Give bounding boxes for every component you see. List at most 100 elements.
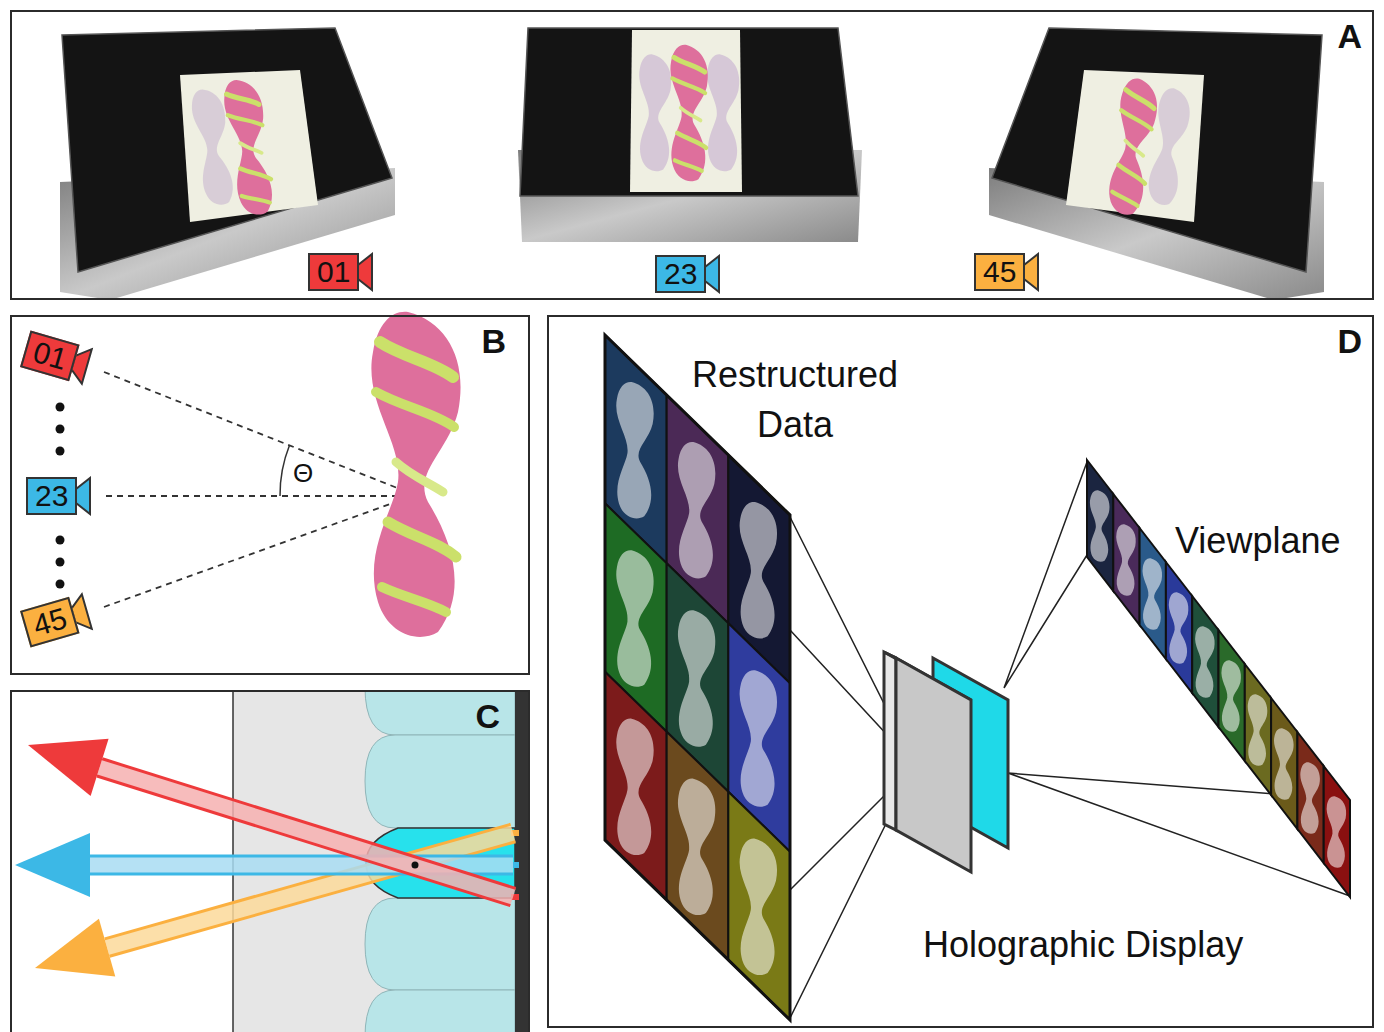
display-body [992,28,1322,272]
view-cell [1087,460,1113,591]
angle-arc [280,445,290,496]
diagram-heading: Restructured Data [670,350,920,450]
camera-number: 01 [308,253,359,291]
camera-label: 45 [974,252,1040,292]
molecule-view [1274,728,1294,800]
angle-symbol: Θ [293,458,313,488]
grid-cell [605,672,667,900]
panel-frame: A 01 23 45 [10,10,1374,300]
sight-line [106,495,415,497]
camera-lens-shape [69,594,92,632]
camera-number: 23 [655,255,706,293]
molecule [221,77,277,217]
display-photo [60,28,395,300]
panel-letter: B [481,321,506,361]
ray-head [35,919,115,977]
data-grid: Restructured Data [600,330,796,1025]
display-photo [989,28,1324,300]
display-image [630,30,742,192]
ray-arrow [35,824,516,976]
molecule-view [1090,490,1110,562]
camera-label: 23 [655,254,721,294]
molecule-ghost [639,54,671,171]
panel-letter: C [475,696,500,736]
display-body [520,28,858,196]
ray-arrow [28,739,516,906]
molecule-view [740,839,777,976]
panel-letter: D [1337,321,1362,361]
panel-frame: D Restructured DataHolographic Display Vie… [547,315,1374,1028]
camera-lens [76,476,92,516]
display-image [180,70,318,222]
molecule-view [1116,524,1136,596]
view-cell [1219,630,1245,761]
view-cell [1192,596,1218,727]
panel-frame: B 01 23 45 [10,315,530,675]
viewplane-strip: Viewplane [1083,458,1355,900]
camera-lens [358,252,374,292]
molecule-view [616,382,653,519]
view-cell [1324,766,1350,897]
diagram-heading: Holographic Display [923,920,1243,970]
molecule-view [1300,762,1320,834]
dot [56,425,65,434]
molecule-view [616,550,653,687]
dot [56,558,65,567]
camera-lens-shape [705,256,719,292]
panel-frame: C [10,690,530,1032]
molecule-view [740,670,777,807]
dot [56,403,65,412]
lenslet [365,735,515,828]
camera-label: 01 [20,330,95,387]
view-cell [1113,494,1139,625]
camera-lens-shape [69,345,92,383]
molecule [670,45,707,182]
dot [56,536,65,545]
panel-letter: A [1337,16,1362,56]
camera-label: 23 [26,476,92,516]
molecule [1105,77,1161,217]
ray-line [97,776,510,906]
camera-lens [705,254,721,294]
lenslet [365,990,515,1032]
dot [56,447,65,456]
display-photo [518,28,862,242]
ray-head [28,739,109,796]
ray-line [102,759,515,889]
projection-lines [1004,462,1350,896]
molecule-view [1169,592,1189,664]
display-edge [884,652,896,830]
view-cell [1140,528,1166,659]
lenslet [365,898,515,990]
ray-band [97,759,516,906]
molecule-view [1248,694,1268,766]
sight-lines [104,372,415,607]
view-cell [1166,562,1192,693]
molecule-view [678,779,715,916]
grid-cell [728,792,790,1020]
dot [56,580,65,589]
molecule-view [1142,558,1162,630]
camera-lens-shape [1024,254,1038,290]
view-cell [1245,664,1271,795]
diagram-heading: Viewplane [1175,516,1340,566]
ray-head [15,833,90,897]
lenslet [365,692,515,735]
camera-number: 45 [20,597,80,648]
view-cell [1297,732,1323,863]
ray-line [90,855,513,858]
display-image [1066,70,1204,222]
molecule-view [616,719,653,856]
camera-lens-shape [358,254,372,290]
lens-center [412,862,419,869]
camera-number: 01 [20,331,80,382]
camera-lens [1024,252,1040,292]
sight-line [104,495,415,607]
camera-number: 45 [974,253,1025,291]
molecule [371,312,460,637]
view-cell [1271,698,1297,829]
molecule-view [1327,796,1347,868]
molecule-view [740,502,777,639]
molecule-view [1221,660,1241,732]
